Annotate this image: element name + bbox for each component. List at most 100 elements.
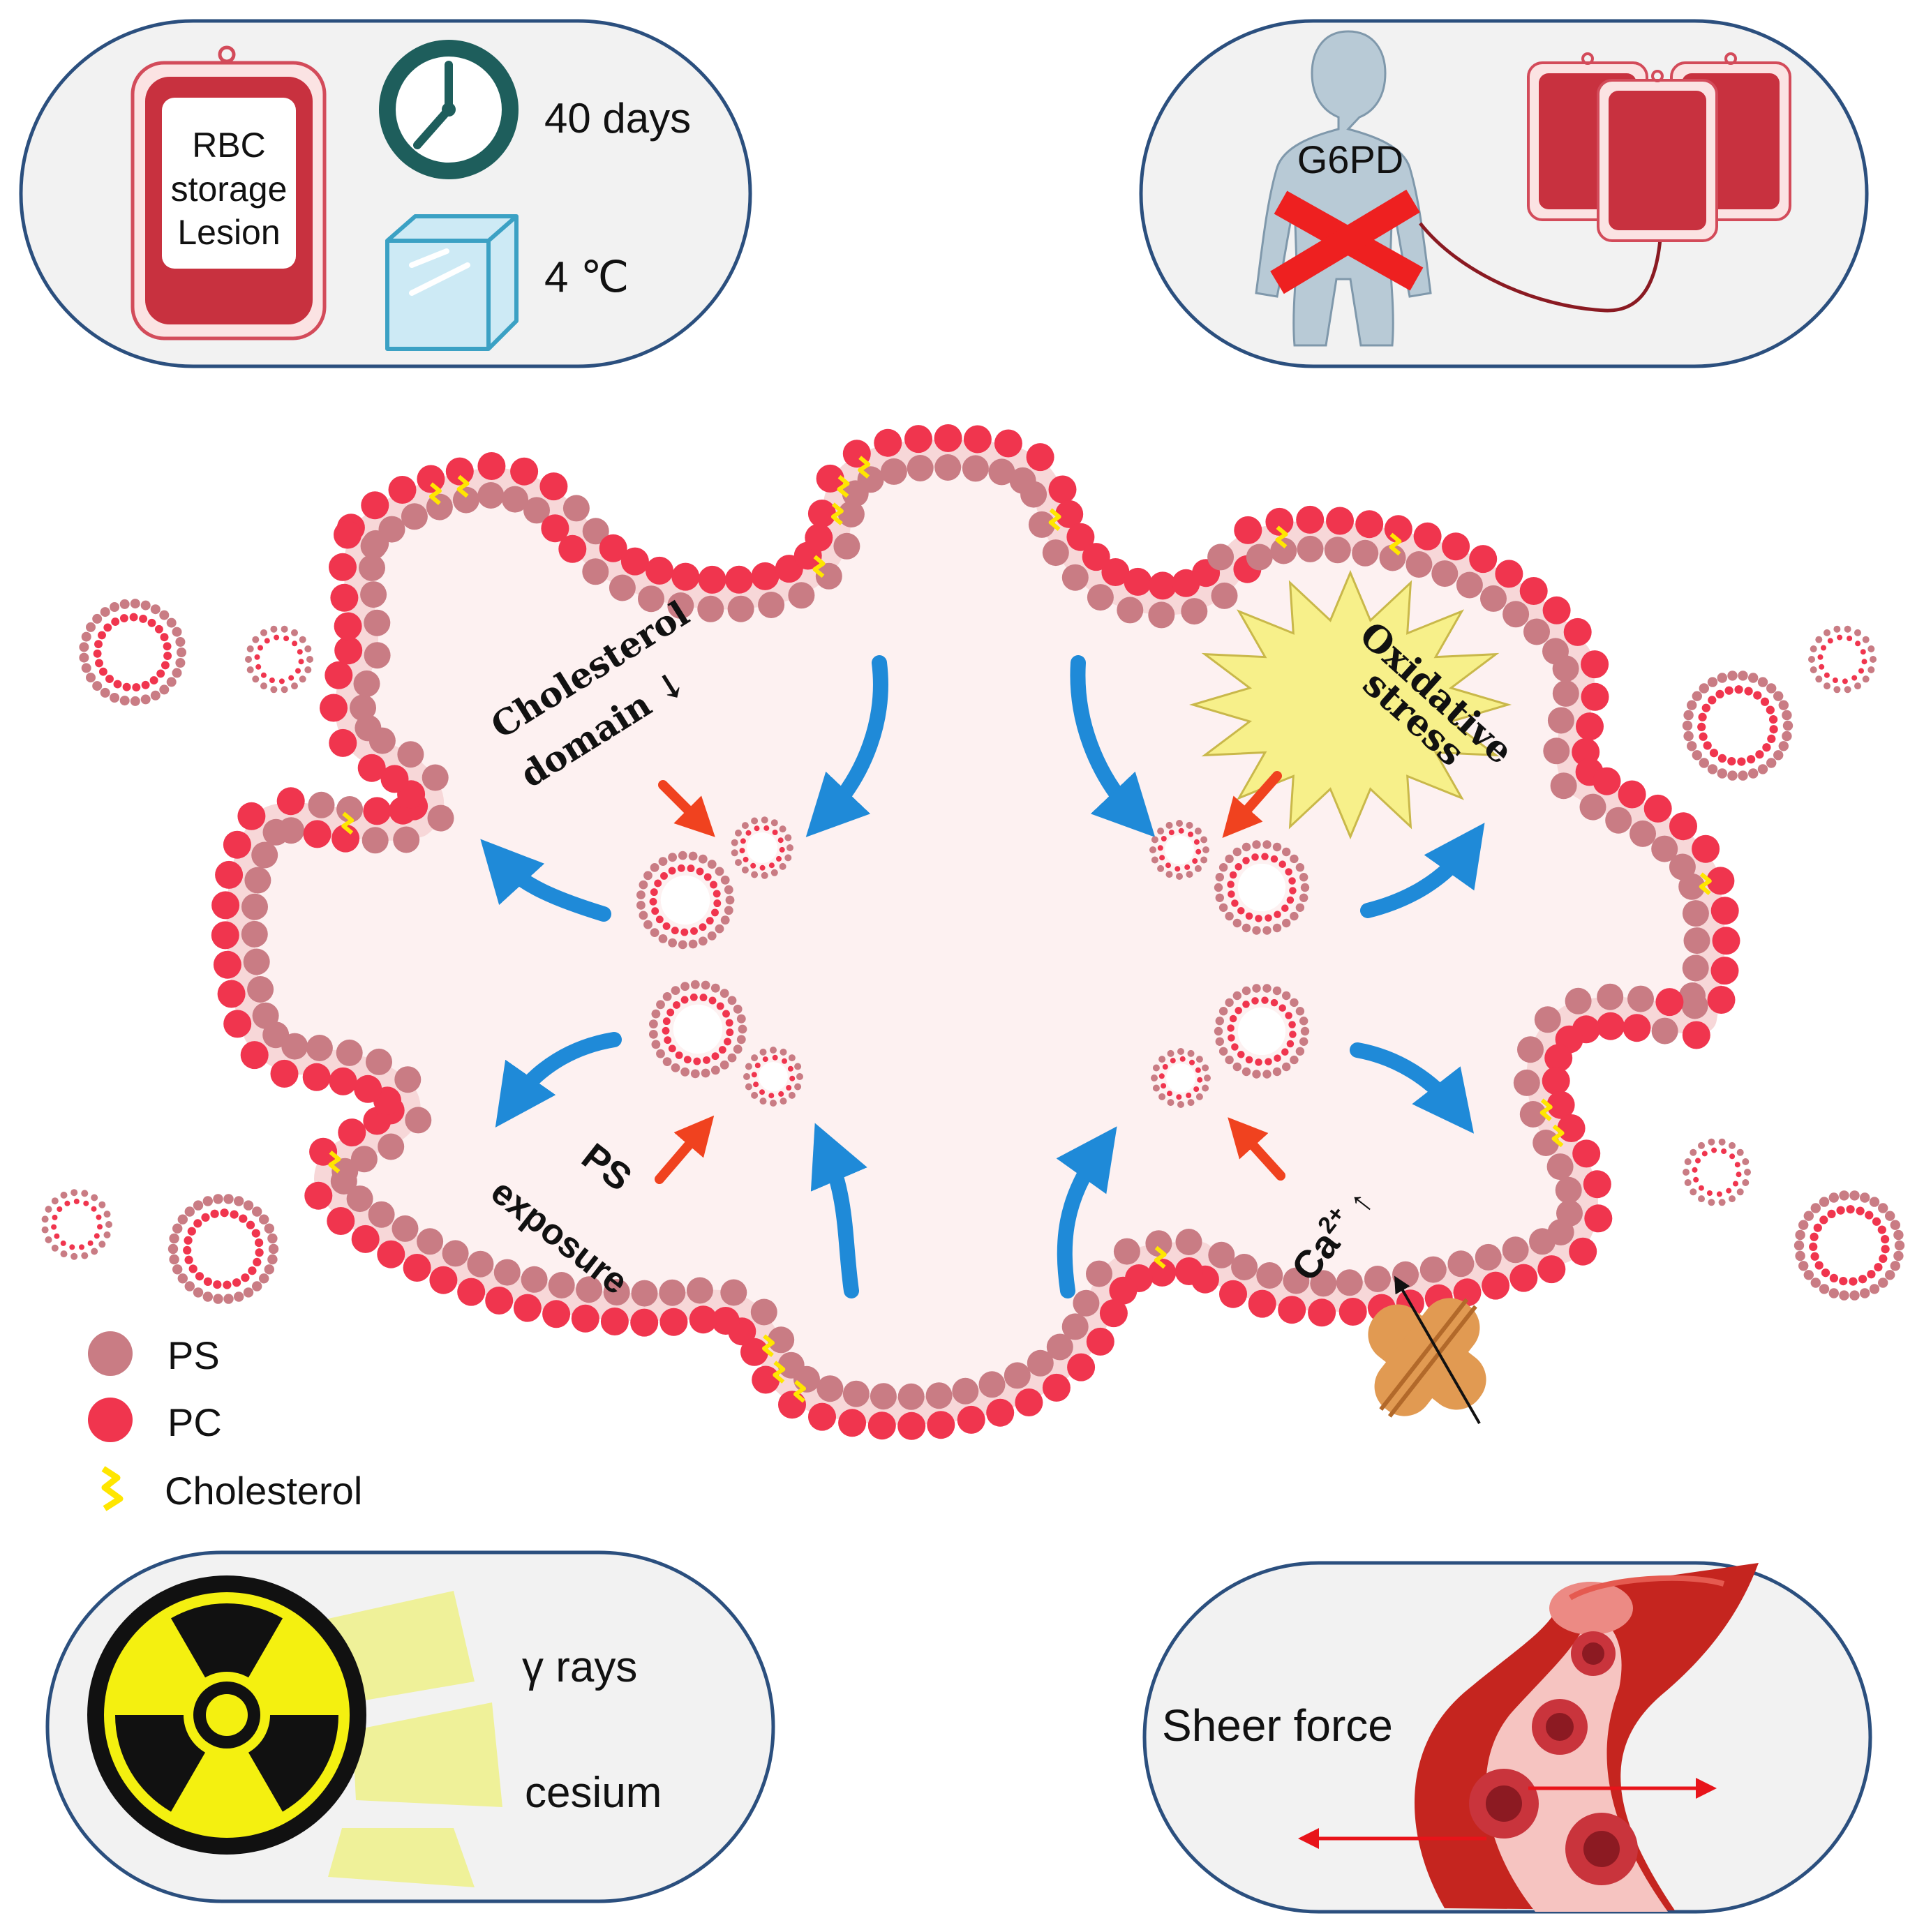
- pc-lipid: [867, 1411, 896, 1440]
- vesicle-ps-bead: [169, 1233, 179, 1244]
- vesicle-pc-bead: [288, 675, 294, 681]
- pc-lipid: [539, 472, 568, 501]
- vesicle-ps-bead: [1708, 1199, 1715, 1206]
- ray-beams: [328, 1591, 502, 1887]
- vesicle-ps-bead: [1225, 998, 1234, 1008]
- vesicle-ps-bead: [1810, 1203, 1821, 1213]
- vesicle-ps-bead: [780, 1048, 787, 1056]
- vesicle-pc-bead: [73, 1198, 80, 1204]
- vesicle-ps-bead: [1282, 847, 1291, 857]
- ps-lipid: [952, 1377, 979, 1405]
- pc-lipid: [994, 429, 1022, 458]
- vesicle-ps-bead: [1152, 1084, 1160, 1092]
- vesicle-ps-bead: [1218, 863, 1228, 872]
- ps-lipid: [401, 503, 428, 530]
- vesicle-pc-bead: [283, 636, 290, 641]
- vesicle-ps-bead: [759, 1048, 767, 1056]
- vesicle-ps-bead: [175, 658, 186, 668]
- ps-lipid: [308, 791, 335, 818]
- pc-lipid: [1495, 560, 1523, 588]
- vesicle-pc-bead: [662, 1026, 670, 1035]
- vesicle-ps-bead: [658, 934, 668, 943]
- vesicle-pc-bead: [739, 848, 745, 854]
- vesicle-ps-bead: [92, 681, 103, 691]
- vesicle-pc-bead: [1736, 1171, 1742, 1178]
- ps-lipid: [988, 458, 1015, 486]
- vesicle-ps-bead: [110, 693, 120, 703]
- ps-lipid: [442, 1240, 469, 1267]
- vesicle-pc-bead: [97, 1224, 103, 1230]
- vesicle-ps-bead: [650, 928, 659, 937]
- vesicle-lumen: [1237, 863, 1286, 912]
- pc-lipid: [1692, 834, 1720, 863]
- vesicle-pc-bead: [710, 881, 717, 889]
- vesicle-ps-bead: [1295, 863, 1305, 872]
- pc-lipid: [510, 457, 539, 486]
- pc-lipid: [302, 1063, 331, 1091]
- vesicle-pc-bead: [1701, 703, 1710, 712]
- ps-lipid: [1543, 737, 1570, 765]
- vesicle-ps-bead: [1870, 656, 1877, 663]
- ice-cube-icon: [385, 214, 519, 351]
- vesicle-ps-bead: [119, 599, 130, 609]
- vesicle-ps-bead: [130, 696, 140, 706]
- ps-lipid: [244, 867, 271, 894]
- oxidative-stress-burst: [1188, 569, 1512, 840]
- bag-label-storage: storage: [171, 170, 288, 209]
- pc-lipid: [445, 457, 474, 486]
- membrane-lipids: [211, 424, 1740, 1440]
- vesicle-ps-bead: [119, 696, 130, 706]
- vesicle-pc-bead: [1755, 750, 1764, 759]
- ps-lipid: [1207, 544, 1235, 571]
- vesicle-pc-bead: [91, 1206, 97, 1212]
- vesicle-pc-bead: [1195, 1067, 1201, 1073]
- vesicle-pc-bead: [754, 1063, 761, 1068]
- vesicle-ps-bead: [1252, 1070, 1261, 1079]
- vesicle-ps-bead: [100, 687, 110, 698]
- vesicle: [79, 599, 186, 706]
- ps-lipid: [1231, 1254, 1258, 1280]
- vesicle-pc-bead: [1195, 848, 1202, 855]
- vesicle-pc-bead: [726, 1028, 734, 1037]
- pc-lipid: [1509, 1264, 1538, 1292]
- vesicle-ps-bead: [784, 834, 792, 841]
- vesicle-pc-bead: [1746, 755, 1756, 764]
- pc-lipid: [778, 1391, 806, 1419]
- vesicle-pc-bead: [132, 683, 141, 692]
- ps-lipid: [1246, 544, 1273, 571]
- cholesterol-mark: [773, 1361, 786, 1384]
- vesicle-pc-bead: [163, 642, 172, 651]
- pc-lipid: [541, 514, 569, 543]
- ps-lipid: [1552, 680, 1579, 707]
- vesicle-pc-bead: [184, 1255, 193, 1264]
- vesicle-ps-bead: [1225, 854, 1234, 864]
- cholesterol-mark: [830, 502, 844, 525]
- vesicle-ps-bead: [1860, 1288, 1870, 1298]
- vesicle-ps-bead: [140, 694, 151, 705]
- vesicle-pc-bead: [1760, 697, 1770, 706]
- ps-lipid: [837, 501, 865, 527]
- ps-lipid: [278, 817, 305, 844]
- vesicle-pc-bead: [718, 1046, 726, 1054]
- vesicle-ps-bead: [720, 915, 730, 925]
- vesicle-lumen: [59, 1206, 95, 1243]
- vesicle-ps-bead: [1282, 991, 1291, 1001]
- vesicle-pc-bead: [1227, 881, 1235, 888]
- vesicle-ps-bead: [1692, 691, 1702, 701]
- pc-lipid: [751, 562, 780, 590]
- vesicle-ps-bead: [299, 636, 306, 643]
- ps-lipid: [1529, 1228, 1556, 1255]
- vesicle-ps-bead: [267, 1233, 278, 1244]
- vesicle-pc-bead: [1709, 749, 1719, 758]
- vesicle-pc-bead: [210, 1209, 219, 1218]
- g6pd-panel: G6PD: [1139, 19, 1869, 368]
- ps-lipid: [638, 585, 664, 613]
- pc-lipid: [1581, 682, 1609, 711]
- vesicle-ps-bead: [1708, 1138, 1715, 1146]
- vesicle-ps-bead: [100, 607, 110, 617]
- vesicles: [41, 599, 1905, 1304]
- vesicle-ps-bead: [1828, 1192, 1839, 1203]
- vesicle-ps-bead: [172, 1223, 183, 1234]
- pc-lipid: [477, 452, 506, 480]
- ps-lipid: [1517, 1036, 1544, 1063]
